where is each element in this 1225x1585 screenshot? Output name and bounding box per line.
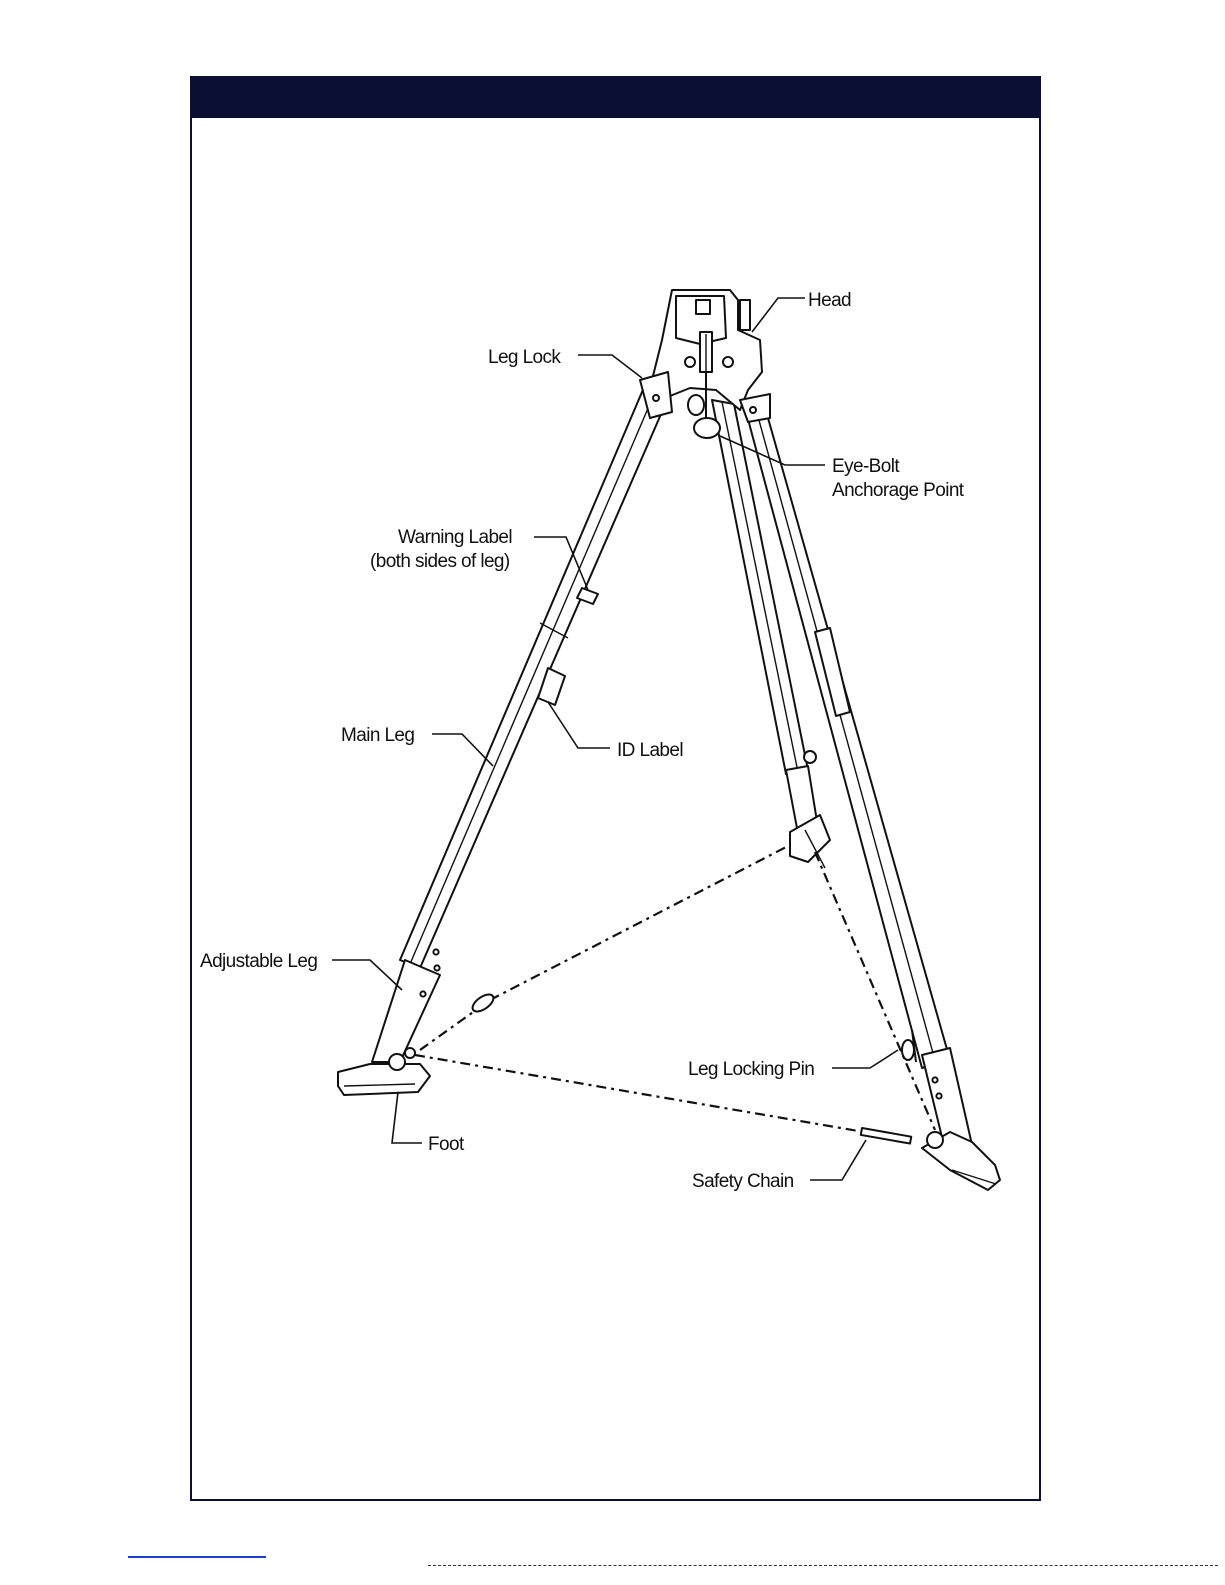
label-head: Head: [808, 290, 851, 311]
label-foot: Foot: [428, 1134, 465, 1155]
label-warning-line2: (both sides of leg): [370, 551, 510, 572]
head-assembly: [640, 290, 770, 438]
label-safety-chain: Safety Chain: [692, 1171, 794, 1192]
main-leg-right: [745, 408, 950, 1068]
foot-left: [338, 1064, 430, 1095]
footer-link-underline: [128, 1556, 266, 1558]
label-leg-locking-pin: Leg Locking Pin: [688, 1059, 814, 1080]
main-leg-left: [400, 385, 668, 968]
label-warning-line1: Warning Label: [398, 527, 512, 548]
eye-bolt: [694, 418, 720, 438]
label-id-label: ID Label: [617, 740, 683, 761]
label-adjustable-leg: Adjustable Leg: [200, 951, 317, 972]
label-leg-lock: Leg Lock: [488, 347, 561, 368]
adjustable-leg-left: [372, 960, 440, 1062]
label-main-leg: Main Leg: [341, 725, 414, 746]
safety-chain: [415, 830, 935, 1144]
label-eye-bolt-line1: Eye-Bolt: [832, 456, 900, 477]
label-eye-bolt-line2: Anchorage Point: [832, 480, 965, 501]
footer-rule: [428, 1565, 1218, 1567]
